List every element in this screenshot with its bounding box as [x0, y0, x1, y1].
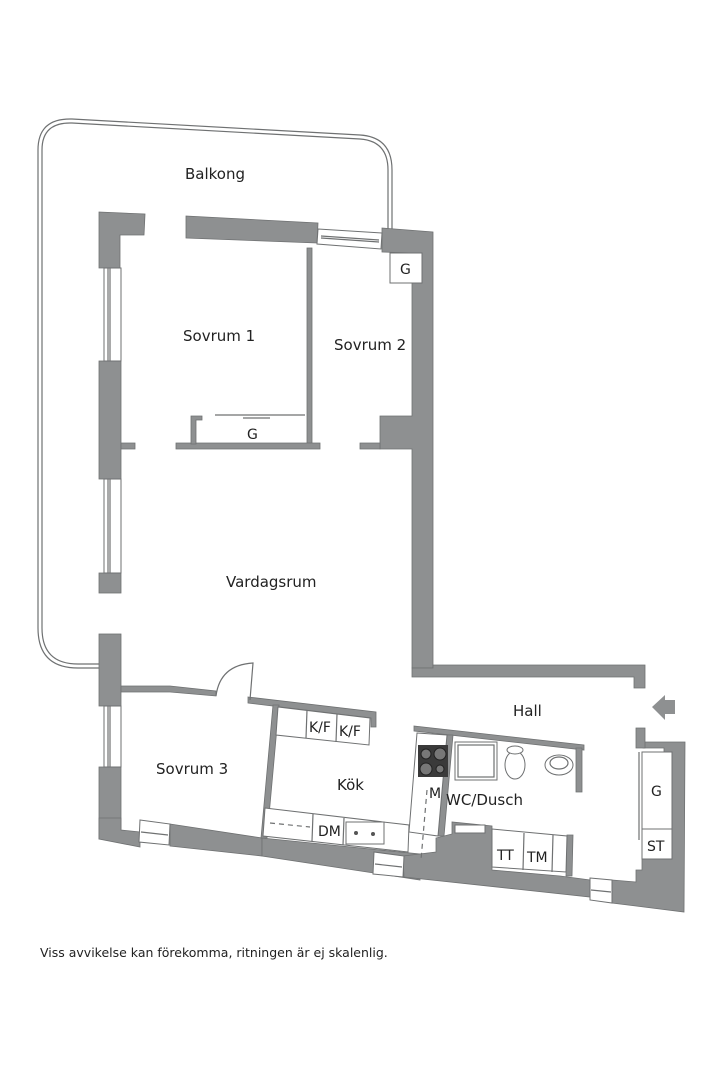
fixture-label-kf: K/F [309, 720, 331, 736]
room-label-wc: WC/Dusch [446, 791, 523, 809]
disclaimer-note: Viss avvikelse kan förekomma, ritningen … [40, 945, 388, 960]
room-label-hall: Hall [513, 702, 542, 720]
fixture-label-kf: K/F [339, 724, 361, 740]
room-label-balkong: Balkong [185, 165, 245, 183]
room-label-kok: Kök [337, 776, 364, 794]
room-label-sovrum1: Sovrum 1 [183, 327, 255, 345]
windows [103, 228, 613, 904]
fixture-label-st: ST [647, 839, 665, 855]
fixtures [215, 252, 673, 873]
fixture-label-tm: TM [526, 850, 548, 866]
fixture-label-g: G [400, 262, 411, 278]
balcony-railing [37, 118, 393, 669]
room-label-vardagsrum: Vardagsrum [226, 573, 317, 591]
door-swing [215, 662, 254, 701]
fixture-label-g: G [651, 784, 662, 800]
walls [98, 211, 686, 913]
fixture-label-tt: TT [496, 848, 514, 864]
entrance-arrow-icon [652, 695, 675, 720]
fixture-label-dm: DM [318, 824, 341, 840]
room-label-sovrum2: Sovrum 2 [334, 336, 406, 354]
room-label-sovrum3: Sovrum 3 [156, 760, 228, 778]
fixture-label-m: M [429, 786, 441, 802]
fixture-label-g: G [247, 427, 258, 443]
